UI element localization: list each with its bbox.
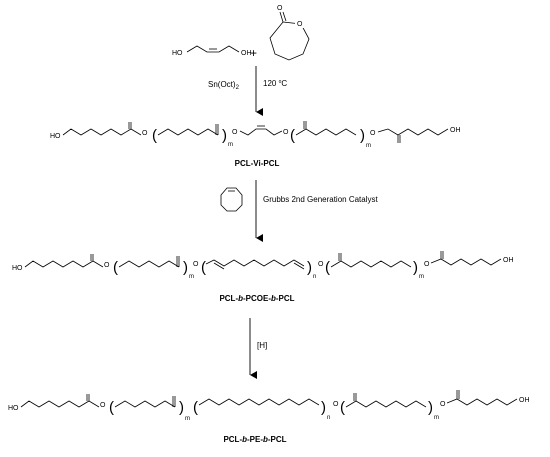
p1-ester-o-2: O <box>232 129 238 136</box>
plus-sign: + <box>250 46 257 60</box>
p3-bracket-open-mid: ( <box>193 399 198 416</box>
p3-ester-o-3: O <box>440 401 446 408</box>
p1-end-oh-right: OH <box>450 127 461 134</box>
p2-ester-o-3: O <box>318 261 324 268</box>
p1-repeat-m-right: m <box>366 143 371 149</box>
p2-end-oh-left: HO <box>12 265 23 272</box>
hydrogenation-reagent: [H] <box>257 341 267 350</box>
p1-bracket-close-left: ) <box>222 127 227 144</box>
p1-bracket-close-right: ) <box>360 127 365 144</box>
p2-bracket-close-right: ) <box>413 259 418 276</box>
p3-name: PCL-b-PE-b-PCL <box>223 435 286 444</box>
p3-bracket-open-left: ( <box>109 399 114 416</box>
p3-ester-o-2: O <box>333 401 339 408</box>
diol-oh-left: HO <box>172 50 183 57</box>
caprolactone-structure: O O <box>269 5 310 61</box>
p3-bracket-close-left: ) <box>179 399 184 416</box>
p2-bracket-open-mid: ( <box>201 259 206 276</box>
p1-ester-o-4: O <box>370 130 376 137</box>
p1-bracket-open-right: ( <box>290 127 295 144</box>
cyclooctene-structure <box>220 187 243 212</box>
p1-end-oh-left: HO <box>50 133 61 140</box>
p3-end-oh-right: OH <box>519 397 530 404</box>
p2-ester-o-1: O <box>104 262 110 269</box>
lactone-carbonyl-o: O <box>277 5 283 12</box>
p3-repeat-n: n <box>327 415 330 421</box>
p1-ester-o-3: O <box>283 129 289 136</box>
p2-end-oh-right: OH <box>503 257 514 264</box>
p2-name: PCL-b-PCOE-b-PCL <box>219 294 294 303</box>
p2-ester-o-2: O <box>193 261 199 268</box>
p2-bracket-open-right: ( <box>325 259 330 276</box>
p2-repeat-m-left: m <box>189 274 194 280</box>
p1-ester-o-1: O <box>142 130 148 137</box>
p1-name: PCL-Vi-PCL <box>235 159 280 168</box>
pcl-pcoe-pcl-structure: HO O ( ) m O ( ) n O ( ) m O OH <box>12 251 514 280</box>
p3-bracket-open-right: ( <box>340 399 345 416</box>
p2-bracket-open-left: ( <box>113 259 118 276</box>
p2-repeat-n: n <box>313 274 316 280</box>
grubbs-catalyst-label: Grubbs 2nd Generation Catalyst <box>263 195 379 204</box>
p3-end-oh-left: HO <box>8 405 19 412</box>
catalyst-tin-octoate: Sn(Oct)2 <box>208 80 240 91</box>
p3-bracket-close-right: ) <box>428 399 433 416</box>
p1-repeat-m-left: m <box>228 142 233 148</box>
cis-butenediol-structure: HO OH <box>172 45 252 57</box>
p3-repeat-m-right: m <box>434 415 439 421</box>
p2-ester-o-4: O <box>424 261 430 268</box>
pcl-vi-pcl-structure: HO O ( ) m O O ( ) m O OH <box>50 121 461 149</box>
diol-oh-right: OH <box>241 50 252 57</box>
p1-bracket-open-left: ( <box>152 127 157 144</box>
p3-repeat-m-left: m <box>185 416 190 422</box>
p3-bracket-close-mid: ) <box>321 399 326 416</box>
p2-bracket-close-left: ) <box>183 259 188 276</box>
p2-bracket-close-mid: ) <box>307 259 312 276</box>
lactone-ring-o: O <box>297 21 303 28</box>
temperature-label: 120 oC <box>263 79 287 88</box>
p3-ester-o-1: O <box>100 402 106 409</box>
p2-repeat-m-right: m <box>419 274 424 280</box>
pcl-pe-pcl-structure: HO O ( ) m ( ) n O ( ) m O OH <box>8 390 530 422</box>
